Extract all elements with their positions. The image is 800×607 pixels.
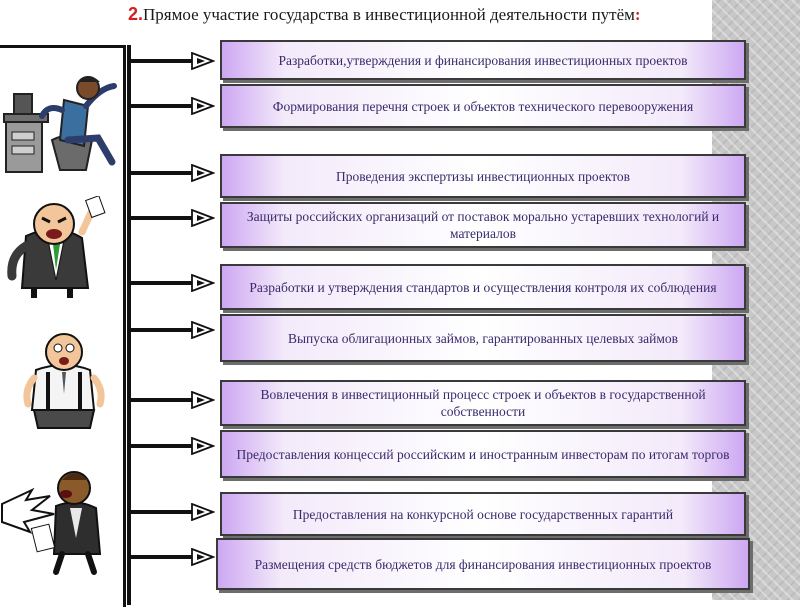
item-text: Предоставления на конкурсной основе госу…: [292, 506, 674, 522]
left-frame: [0, 45, 126, 607]
item-text: Разработки и утверждения стандартов и ос…: [249, 279, 717, 295]
connector-arrow: [131, 502, 219, 522]
connector-arrow: [131, 273, 219, 293]
item-text: Разработки,утверждения и финансирования …: [278, 52, 688, 68]
connector-spine: [127, 45, 131, 605]
title-colon: :: [634, 5, 641, 24]
item-box-4: Защиты российских организаций от поставо…: [220, 202, 746, 248]
item-box-9: Предоставления на конкурсной основе госу…: [220, 492, 746, 536]
connector-arrow: [131, 436, 219, 456]
item-box-8: Предоставления концессий российским и ин…: [220, 430, 746, 478]
item-box-1: Разработки,утверждения и финансирования …: [220, 40, 746, 80]
item-text: Предоставления концессий российским и ин…: [236, 446, 730, 462]
connector-arrow: [131, 320, 219, 340]
title-number: 2.: [128, 4, 144, 24]
connector-arrow: [131, 163, 219, 183]
shocked-manager-icon: [23, 333, 105, 429]
item-text: Выпуска облигационных займов, гарантиров…: [287, 330, 679, 346]
item-box-6: Выпуска облигационных займов, гарантиров…: [220, 314, 746, 362]
angry-businessman-icon: [7, 196, 106, 298]
item-box-5: Разработки и утверждения стандартов и ос…: [220, 264, 746, 310]
connector-arrow: [131, 547, 219, 567]
item-box-2: Формирования перечня строек и объектов т…: [220, 84, 746, 128]
item-box-10: Размещения средств бюджетов для финансир…: [216, 538, 750, 590]
item-box-3: Проведения экспертизы инвестиционных про…: [220, 154, 746, 198]
item-text: Размещения средств бюджетов для финансир…: [254, 556, 712, 572]
shouting-businessman-icon: [0, 471, 102, 575]
item-text: Проведения экспертизы инвестиционных про…: [335, 168, 631, 184]
item-text: Вовлечения в инвестиционный процесс стро…: [260, 387, 706, 419]
connector-arrow: [131, 208, 219, 228]
page-title: 2.Прямое участие государства в инвестици…: [128, 4, 708, 28]
connector-arrow: [131, 390, 219, 410]
connector-arrow: [131, 96, 219, 116]
connector-arrow: [131, 51, 219, 71]
item-text: Защиты российских организаций от поставо…: [246, 209, 720, 241]
businessman-at-desk-icon: [3, 76, 117, 173]
item-box-7: Вовлечения в инвестиционный процесс стро…: [220, 380, 746, 426]
title-text: Прямое участие государства в инвестицион…: [143, 5, 635, 24]
item-text: Формирования перечня строек и объектов т…: [272, 98, 694, 114]
